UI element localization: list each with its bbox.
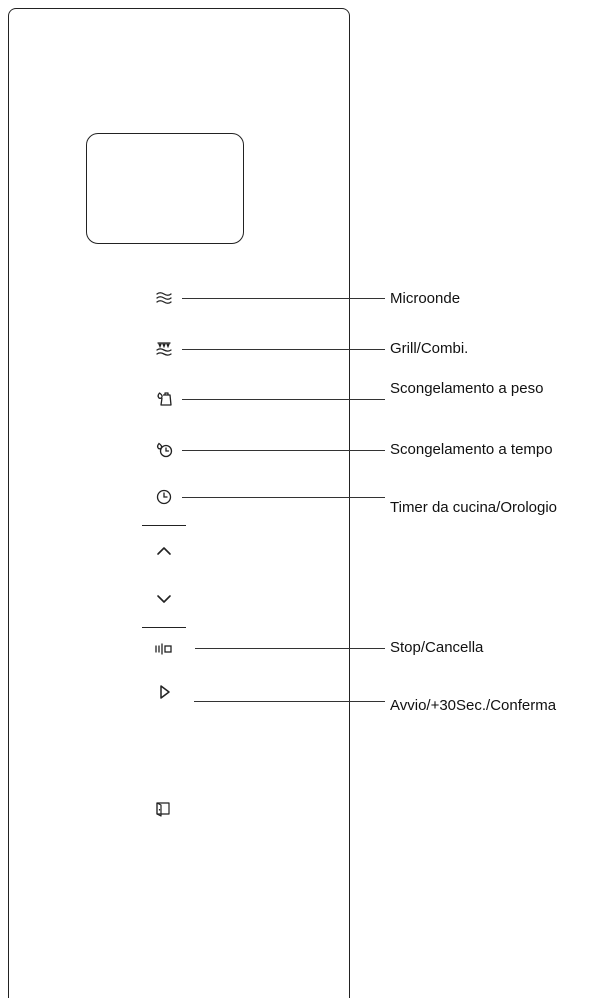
defrost-time-icon[interactable] [154, 440, 174, 460]
chevron-down-icon[interactable] [154, 589, 174, 609]
leader-line-stop [195, 648, 385, 649]
label-stop: Stop/Cancella [390, 639, 484, 656]
label-grill: Grill/Combi. [390, 340, 469, 357]
leader-line-defrost-weight [182, 399, 385, 400]
label-defrost-weight: Scongelamento a peso [390, 380, 544, 397]
defrost-weight-icon[interactable] [154, 389, 174, 409]
label-start: Avvio/+30Sec./Conferma [390, 697, 557, 714]
control-panel [8, 8, 350, 998]
leader-line-microwave [182, 298, 385, 299]
label-defrost-time: Scongelamento a tempo [390, 441, 553, 458]
microwave-waves-icon[interactable] [154, 288, 174, 308]
stop-cancel-icon[interactable] [153, 639, 177, 659]
chevron-up-icon[interactable] [154, 541, 174, 561]
leader-line-defrost-time [182, 450, 385, 451]
leader-line-grill [182, 349, 385, 350]
play-icon[interactable] [154, 682, 174, 702]
door-open-icon[interactable] [153, 799, 173, 819]
leader-line-timer [182, 497, 385, 498]
separator-bottom [142, 627, 186, 628]
clock-icon[interactable] [154, 487, 174, 507]
leader-line-start [194, 701, 385, 702]
label-microwave: Microonde [390, 290, 461, 307]
separator-top [142, 525, 186, 526]
label-timer: Timer da cucina/Orologio [390, 499, 558, 516]
display-window [86, 133, 244, 244]
grill-combi-icon[interactable] [154, 339, 174, 359]
